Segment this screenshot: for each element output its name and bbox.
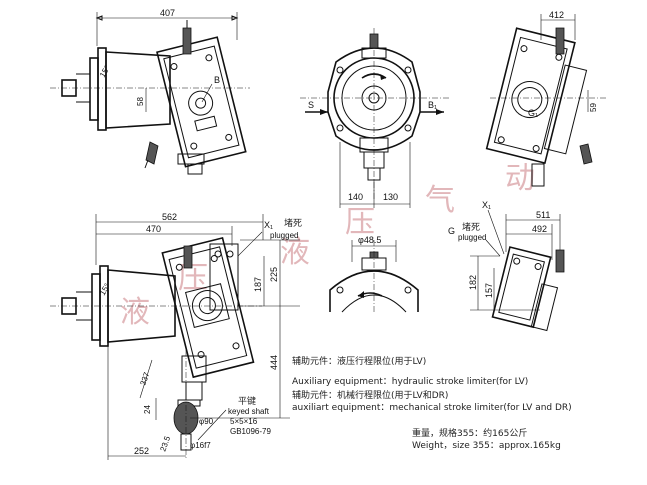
- dim-470: 470: [146, 224, 161, 234]
- dim-15deg: 15°: [98, 64, 112, 79]
- plugged-cn-2: 堵死: [462, 221, 480, 233]
- weight-cn: 重量，规格355：约165公斤: [412, 427, 527, 439]
- dim-225: 225: [269, 267, 279, 282]
- port-g-label: G: [448, 226, 455, 236]
- dim-407: 407: [160, 8, 175, 18]
- dim-16f7: φ16f7: [190, 441, 211, 450]
- side-view-top: 407 15° 58: [50, 8, 250, 175]
- dim-182: 182: [468, 275, 478, 290]
- plugged-en-2: plugged: [458, 233, 486, 242]
- key-en: keyed shaft: [228, 407, 270, 416]
- dim-157: 157: [484, 283, 494, 298]
- dim-90: φ90: [199, 417, 214, 426]
- plugged-en: plugged: [270, 231, 298, 240]
- watermark-char-4: 气: [425, 183, 455, 218]
- weight-en: Weight，size 355：approx.165kg: [412, 441, 561, 451]
- port-g1-label: G₁: [528, 108, 538, 118]
- dim-412: 412: [549, 10, 564, 20]
- aux2-en: auxiliart equipment：mechanical stroke li…: [292, 403, 572, 413]
- dim-511: 511: [536, 210, 550, 220]
- key-spec: 5×5×16: [230, 417, 258, 426]
- aux1-cn: 辅助元件：液压行程限位(用于LV): [292, 355, 426, 367]
- dim-48-5: φ48.5: [358, 235, 381, 245]
- dim-58: 58: [136, 97, 145, 106]
- dim-187: 187: [253, 277, 263, 292]
- dim-337: 337: [138, 371, 151, 387]
- dim-59: 59: [589, 103, 598, 112]
- dim-492: 492: [532, 224, 547, 234]
- port-b-label: B: [214, 75, 220, 85]
- side-view-right: 412 59 G₁: [485, 10, 606, 187]
- dim-562: 562: [162, 212, 177, 222]
- dim-130: 130: [383, 192, 398, 202]
- watermark-char-2: 液: [280, 235, 310, 270]
- port-b1-label: B₁: [428, 100, 437, 110]
- key-std: GB1096-79: [230, 427, 271, 436]
- dim-24: 24: [143, 405, 152, 414]
- plugged-cn: 堵死: [284, 217, 302, 229]
- side-view-bottom-right: X₁ G 堵死 plugged 511 492 182 157: [448, 200, 565, 332]
- watermark: 液 液 压 气 动 压: [120, 161, 535, 330]
- aux1-en: Auxiliary equipment：hydraulic stroke lim…: [292, 377, 528, 387]
- front-view-top: S B₁ 140 130: [300, 28, 450, 208]
- front-view-bottom: φ48.5: [329, 235, 419, 314]
- side-view-bottom: 562 470 15°: [50, 212, 302, 460]
- watermark-char-5: 动: [505, 161, 535, 196]
- notes-block: 辅助元件：液压行程限位(用于LV) Auxiliary equipment：hy…: [292, 355, 572, 451]
- port-x1b-label: X₁: [482, 200, 491, 210]
- port-s-label: S: [308, 100, 314, 110]
- watermark-char-3: 压: [345, 205, 375, 240]
- dim-444: 444: [269, 355, 279, 370]
- aux2-cn: 辅助元件：机械行程限位(用于LV和DR): [292, 389, 448, 401]
- dim-252: 252: [134, 446, 149, 456]
- watermark-char-1: 液: [120, 295, 150, 330]
- dim-140: 140: [348, 192, 363, 202]
- key-cn: 平键: [238, 395, 256, 407]
- dim-23-5: 23.5: [158, 434, 172, 452]
- port-x1-label: X₁: [264, 220, 273, 230]
